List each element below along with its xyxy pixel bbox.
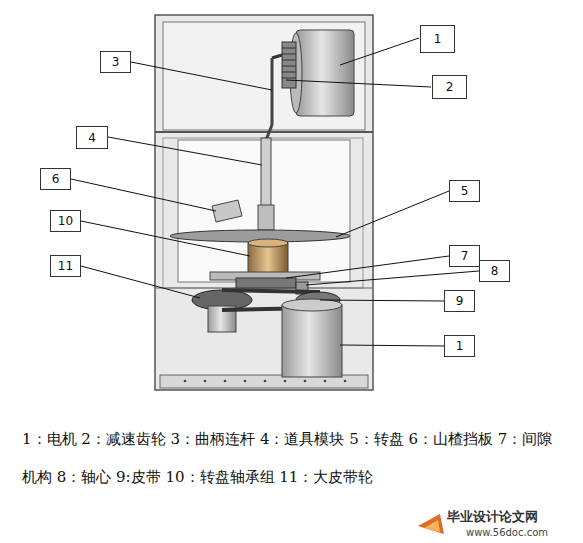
callout-box: 10 xyxy=(50,210,81,232)
callout-number: 5 xyxy=(461,184,469,198)
callout-number: 2 xyxy=(446,80,454,94)
callout-number: 10 xyxy=(58,214,73,228)
callout-number: 7 xyxy=(461,249,469,263)
callout-box: 1 xyxy=(420,25,455,53)
callout-number: 6 xyxy=(52,172,60,186)
watermark-text: www.56doc.com xyxy=(466,527,548,538)
callout-number: 1 xyxy=(456,339,464,353)
callout-number: 4 xyxy=(88,131,96,145)
callout-number: 9 xyxy=(456,294,464,308)
callout-box: 8 xyxy=(479,260,510,282)
caption: 1：电机 2：减速齿轮 3：曲柄连杆 4：道具模块 5：转盘 6：山楂挡板 7：… xyxy=(22,420,567,496)
callout-box: 11 xyxy=(50,255,81,277)
watermark-text: 毕业设计论文网 xyxy=(447,508,538,526)
callout-box: 3 xyxy=(100,51,131,73)
callout-number: 11 xyxy=(58,259,73,273)
callout-box: 2 xyxy=(432,75,467,99)
callout-box: 7 xyxy=(449,245,480,267)
callout-number: 3 xyxy=(112,55,120,69)
callout-box: 9 xyxy=(444,290,475,312)
callout-box: 6 xyxy=(40,168,71,190)
callout-box: 4 xyxy=(76,126,108,149)
callout-number: 8 xyxy=(491,264,499,278)
callout-number: 1 xyxy=(434,32,442,46)
callout-box: 1 xyxy=(444,335,475,357)
callout-box: 5 xyxy=(449,180,480,202)
watermark-logo xyxy=(418,514,444,534)
